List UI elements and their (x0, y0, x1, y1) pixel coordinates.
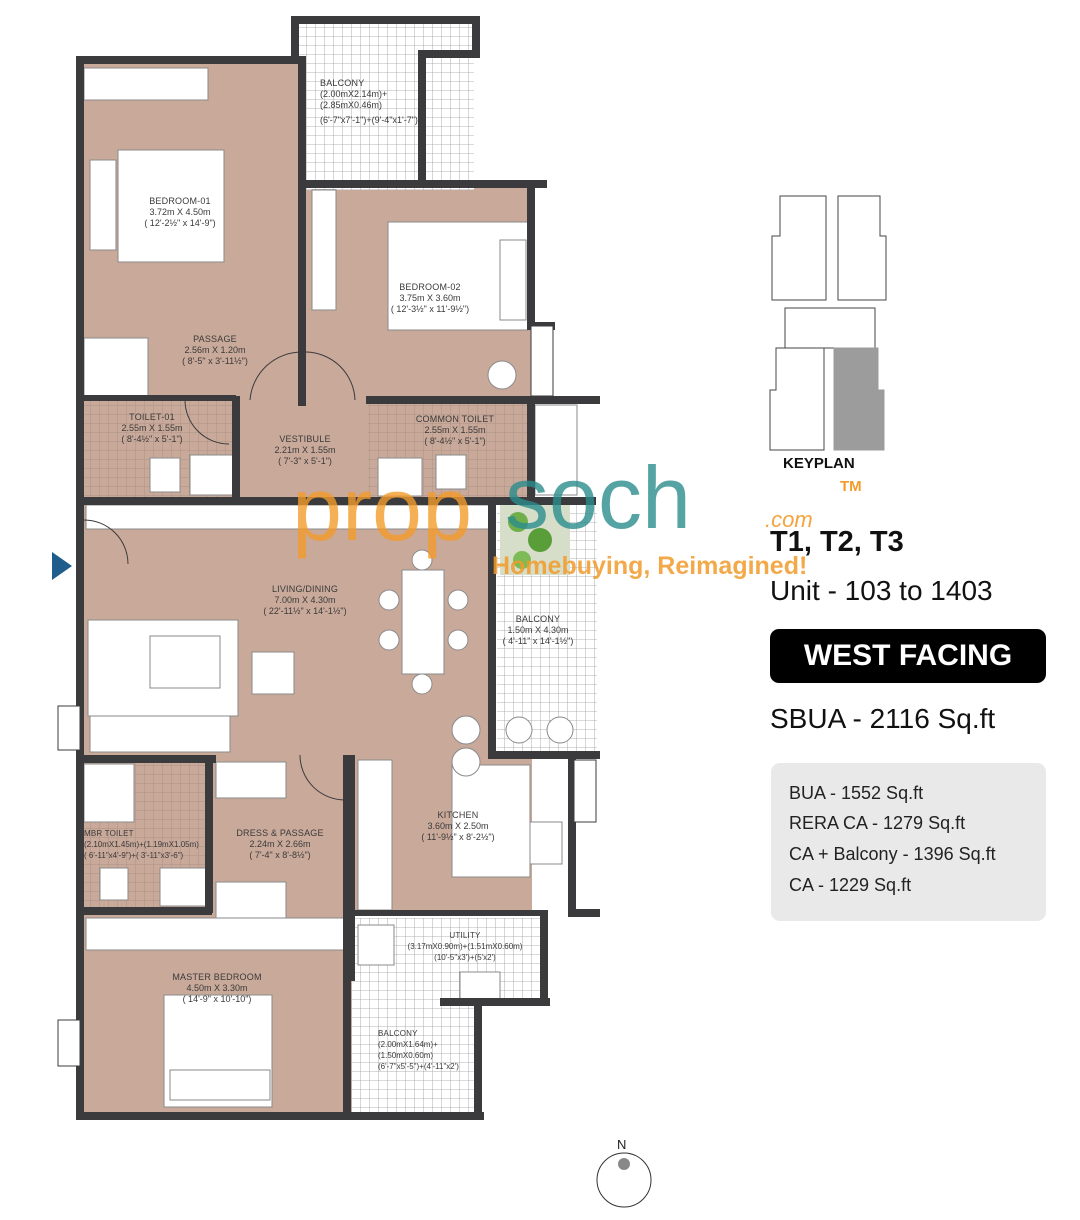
room-label-kitchen: KITCHEN 3.60m X 2.50m ( 11'-9½" x 8'-2½"… (421, 810, 495, 842)
north-label: N (617, 1137, 627, 1152)
bed-b1 (117, 149, 225, 263)
sink-t1 (189, 454, 236, 496)
watermark-brand-right: soch (505, 448, 691, 547)
wardrobe-dress (215, 761, 287, 799)
keyplan (769, 195, 887, 451)
room-label-balcony-bot: BALCONY (2.00mX1.64m)+ (1.50mX0.60m) (6'… (378, 1029, 459, 1071)
watermark-com: .com (765, 507, 813, 532)
watermark-brand-left: prop (292, 460, 472, 560)
room-label-master: MASTER BEDROOM 4.50m X 3.30m ( 14'-9" x … (172, 972, 262, 1004)
room-label-dress: DRESS & PASSAGE 2.24m X 2.66m ( 7'-4" x … (236, 828, 324, 860)
dining-table (401, 569, 445, 675)
sbua-area: SBUA - 2116 Sq.ft (770, 703, 996, 734)
room-label-bedroom2: BEDROOM-02 3.75m X 3.60m ( 12'-3½" x 11'… (390, 282, 470, 314)
room-label-utility: UTILITY (3.17mX0.90m)+(1.51mX0.60m) (10'… (407, 931, 523, 962)
wc-mbr (99, 867, 129, 901)
room-label-living: LIVING/DINING 7.00m X 4.30m ( 22'-11½" x… (263, 584, 347, 616)
washer (357, 924, 395, 966)
planter (500, 505, 570, 575)
unit-range: Unit - 103 to 1403 (770, 575, 993, 606)
entry-arrow (52, 552, 72, 580)
keyplan-title: KEYPLAN (783, 455, 855, 472)
wc-ct (435, 454, 467, 490)
walls (76, 16, 600, 1120)
shower-ct (534, 404, 578, 496)
wardrobe-b2 (311, 189, 337, 311)
doors (83, 351, 356, 801)
area-summary-box: BUA - 1552 Sq.ft RERA CA - 1279 Sq.ft CA… (771, 763, 1046, 921)
watermark-tm: TM (840, 478, 862, 495)
room-label-common-toilet: COMMON TOILET 2.55m X 1.55m ( 8'-4½" x 5… (415, 414, 495, 446)
north-compass (596, 1152, 652, 1208)
wardrobe-b1 (83, 67, 209, 101)
kitchen-counter (357, 759, 393, 911)
room-label-vestibule: VESTIBULE 2.21m X 1.55m ( 7'-3" x 5'-1") (274, 434, 336, 466)
dresser (85, 917, 347, 951)
room-label-mbr-toilet: MBR TOILET (2.10mX1.45m)+(1.19mX1.05m) (… (84, 829, 199, 860)
chairs (378, 360, 574, 777)
hob (529, 821, 563, 865)
shower-mbr (83, 763, 135, 823)
wc-t1 (149, 457, 181, 493)
furniture (83, 67, 578, 1108)
area-ca-balcony: CA + Balcony - 1396 Sq.ft (789, 844, 996, 864)
vestibule-floor (238, 395, 368, 500)
room-label-toilet1: TOILET-01 2.55m X 1.55m ( 8'-4½" x 5'-1"… (121, 412, 183, 444)
utility-sink (459, 971, 501, 1001)
watermark-logo: prop soch (292, 448, 691, 560)
windows (57, 325, 597, 1067)
facing-badge: WEST FACING (770, 629, 1046, 683)
sink-mbr (159, 867, 209, 907)
room-label-balcony-mid: BALCONY 1.50m X 4.30m ( 4'-11" x 14'-1½"… (502, 614, 574, 646)
room-label-balcony-top: BALCONY (2.00mX2.14m)+ (2.85mX0.46m) (6'… (320, 78, 418, 125)
area-ca: CA - 1229 Sq.ft (789, 875, 912, 895)
room-label-passage: PASSAGE 2.56m X 1.20m ( 8'-5" x 3'-11½") (182, 334, 248, 366)
area-rera-ca: RERA CA - 1279 Sq.ft (789, 813, 966, 833)
armchair (251, 651, 295, 695)
sink-ct (377, 457, 423, 497)
shower-t1 (83, 337, 149, 397)
tower-names: T1, T2, T3 (770, 526, 904, 558)
room-label-bedroom1: BEDROOM-01 3.72m X 4.50m ( 12'-2½" x 14'… (144, 196, 216, 228)
watermark-tagline: Homebuying, Reimagined! (492, 552, 808, 580)
area-bua: BUA - 1552 Sq.ft (789, 783, 924, 803)
